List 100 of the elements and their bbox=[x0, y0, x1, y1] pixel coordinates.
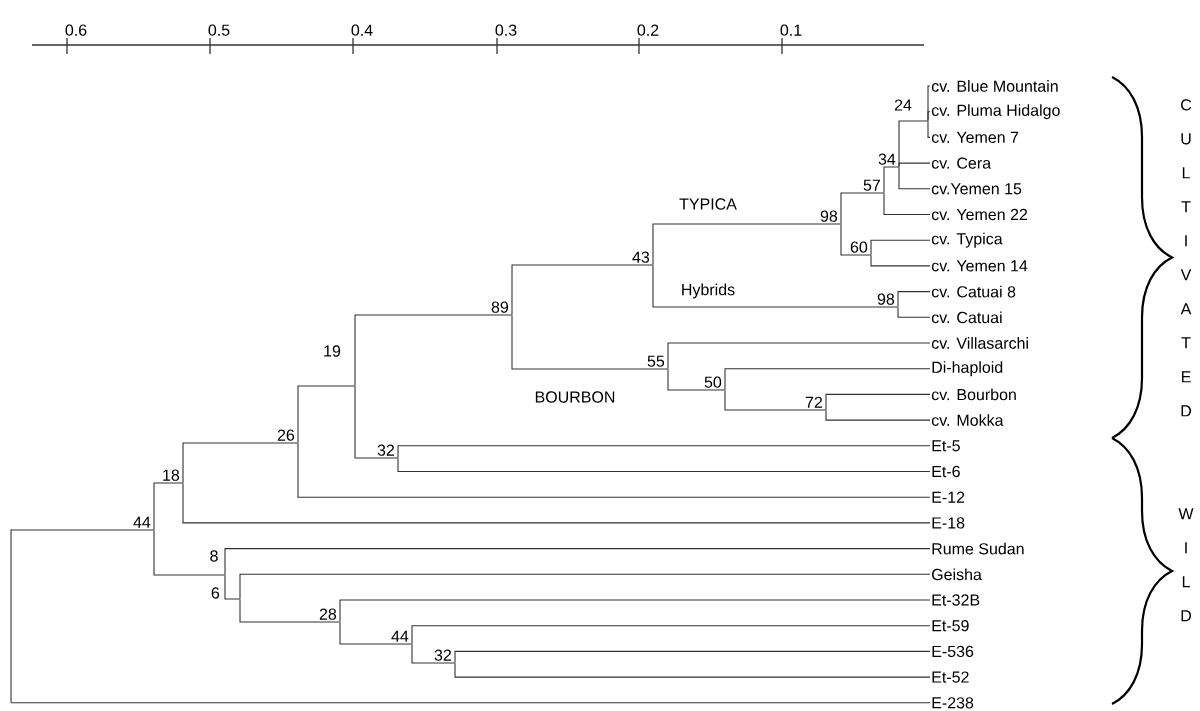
bootstrap-value: 98 bbox=[820, 210, 838, 222]
tree-branch bbox=[870, 254, 931, 267]
bootstrap-value: 19 bbox=[324, 345, 341, 357]
bootstrap-value: 32 bbox=[377, 444, 394, 456]
tree-branch bbox=[724, 368, 931, 391]
tree-branch bbox=[454, 662, 931, 678]
tree-branch bbox=[825, 409, 931, 421]
tree-branch bbox=[511, 314, 669, 370]
axis-tick-label: 0.1 bbox=[780, 24, 802, 36]
taxon-label: Et-52 bbox=[932, 671, 969, 683]
taxon-label: cv. Yemen 7 bbox=[931, 131, 1019, 143]
tree-branch bbox=[397, 445, 931, 459]
bootstrap-value: 55 bbox=[647, 355, 665, 367]
tree-branch bbox=[652, 223, 842, 266]
axis-tick-label: 0.3 bbox=[495, 24, 517, 36]
tree-branch bbox=[897, 306, 931, 318]
tree-branch bbox=[411, 643, 456, 664]
tree-branch bbox=[454, 650, 931, 664]
taxon-label: cv. Catuai bbox=[931, 311, 1002, 324]
bootstrap-value: 8 bbox=[210, 550, 218, 562]
taxon-label: cv. Catuai 8 bbox=[931, 285, 1016, 298]
clade-label: TYPICA bbox=[679, 198, 737, 210]
group-label: CULTIVATED bbox=[1180, 99, 1192, 417]
tree-branch bbox=[724, 389, 827, 411]
bootstrap-value: 26 bbox=[277, 429, 295, 441]
taxon-label: cv. Pluma Hidalgo bbox=[931, 104, 1060, 120]
axis-tick-label: 0.6 bbox=[65, 24, 87, 36]
tree-branch bbox=[870, 239, 931, 256]
tree-branch bbox=[297, 442, 931, 498]
axis-tick-label: 0.2 bbox=[637, 24, 659, 36]
tree-branch bbox=[354, 314, 513, 387]
bootstrap-value: 6 bbox=[211, 587, 220, 599]
taxon-label: E-238 bbox=[932, 697, 974, 709]
tree-branch bbox=[897, 291, 931, 308]
tree-branch bbox=[397, 457, 931, 473]
tree-branch bbox=[239, 573, 931, 600]
bootstrap-value: 24 bbox=[894, 99, 912, 111]
tree-branch bbox=[239, 598, 341, 623]
bootstrap-value: 44 bbox=[391, 630, 409, 642]
bootstrap-value: 18 bbox=[163, 469, 180, 481]
tree-branch bbox=[182, 482, 931, 524]
taxon-label: Rume Sudan bbox=[932, 542, 1024, 555]
group-label: WILD bbox=[1178, 508, 1194, 622]
tree-branch bbox=[840, 223, 872, 256]
tree-branch bbox=[927, 111, 931, 122]
tree-branch bbox=[339, 599, 931, 623]
tree-branch bbox=[840, 192, 885, 225]
tree-branch bbox=[825, 393, 931, 411]
taxon-label: cv. Yemen 22 bbox=[931, 208, 1028, 221]
taxon-label: cv.Yemen 15 bbox=[931, 183, 1022, 195]
bootstrap-value: 50 bbox=[704, 376, 722, 388]
tree-branch bbox=[153, 529, 226, 576]
tree-branch bbox=[297, 385, 356, 444]
bootstrap-value: 57 bbox=[863, 179, 880, 191]
tree-branch bbox=[153, 482, 184, 531]
bootstrap-value: 28 bbox=[319, 608, 337, 620]
tree-branch bbox=[339, 621, 413, 645]
bootstrap-value: 98 bbox=[877, 293, 895, 305]
tree-branch bbox=[927, 120, 931, 138]
tree-branch bbox=[667, 368, 726, 391]
taxon-label: cv. Mokka bbox=[931, 414, 1004, 426]
taxon-label: Di-haploid bbox=[932, 361, 1003, 377]
tree-branch bbox=[883, 192, 931, 216]
bootstrap-value: 44 bbox=[133, 516, 151, 528]
taxon-label: cv. Typica bbox=[931, 232, 1003, 248]
tree-branch bbox=[10, 702, 931, 704]
taxon-label: Geisha bbox=[932, 568, 982, 581]
clade-label: Hybrids bbox=[682, 283, 735, 299]
tree-branch bbox=[224, 548, 931, 576]
taxon-label: Et-59 bbox=[932, 620, 969, 632]
bootstrap-value: 34 bbox=[878, 153, 896, 165]
tree-branch bbox=[182, 442, 299, 484]
tree-branch bbox=[411, 625, 931, 645]
tree-branch bbox=[354, 385, 399, 459]
bootstrap-value: 72 bbox=[805, 396, 822, 408]
taxon-label: cv. Cera bbox=[931, 157, 992, 169]
taxon-label: cv. Blue Mountain bbox=[931, 80, 1058, 92]
axis-tick-label: 0.5 bbox=[208, 24, 230, 36]
taxon-label: E-18 bbox=[932, 517, 965, 529]
taxon-label: Et-5 bbox=[932, 440, 960, 452]
tree-branch bbox=[667, 342, 931, 370]
bootstrap-value: 32 bbox=[434, 649, 451, 661]
tree-branch bbox=[883, 166, 900, 194]
clade-label: BOURBON bbox=[535, 391, 615, 403]
taxon-label: cv. Villasarchi bbox=[931, 337, 1028, 349]
taxon-label: cv. Yemen 14 bbox=[931, 260, 1028, 272]
tree-branch bbox=[10, 529, 155, 531]
tree-branch bbox=[898, 162, 931, 168]
taxon-label: E-536 bbox=[932, 645, 974, 658]
tree-branch bbox=[652, 264, 899, 308]
axis-tick-label: 0.4 bbox=[351, 24, 373, 36]
bootstrap-value: 60 bbox=[850, 241, 868, 253]
bootstrap-value: 89 bbox=[491, 301, 509, 313]
tree-branch bbox=[511, 264, 654, 316]
taxon-label: E-12 bbox=[932, 491, 965, 503]
bootstrap-value: 43 bbox=[632, 251, 650, 263]
tree-branch bbox=[224, 574, 241, 600]
taxon-label: cv. Bourbon bbox=[931, 388, 1016, 401]
tree-branch bbox=[898, 166, 931, 190]
taxon-label: Et-6 bbox=[932, 465, 960, 478]
